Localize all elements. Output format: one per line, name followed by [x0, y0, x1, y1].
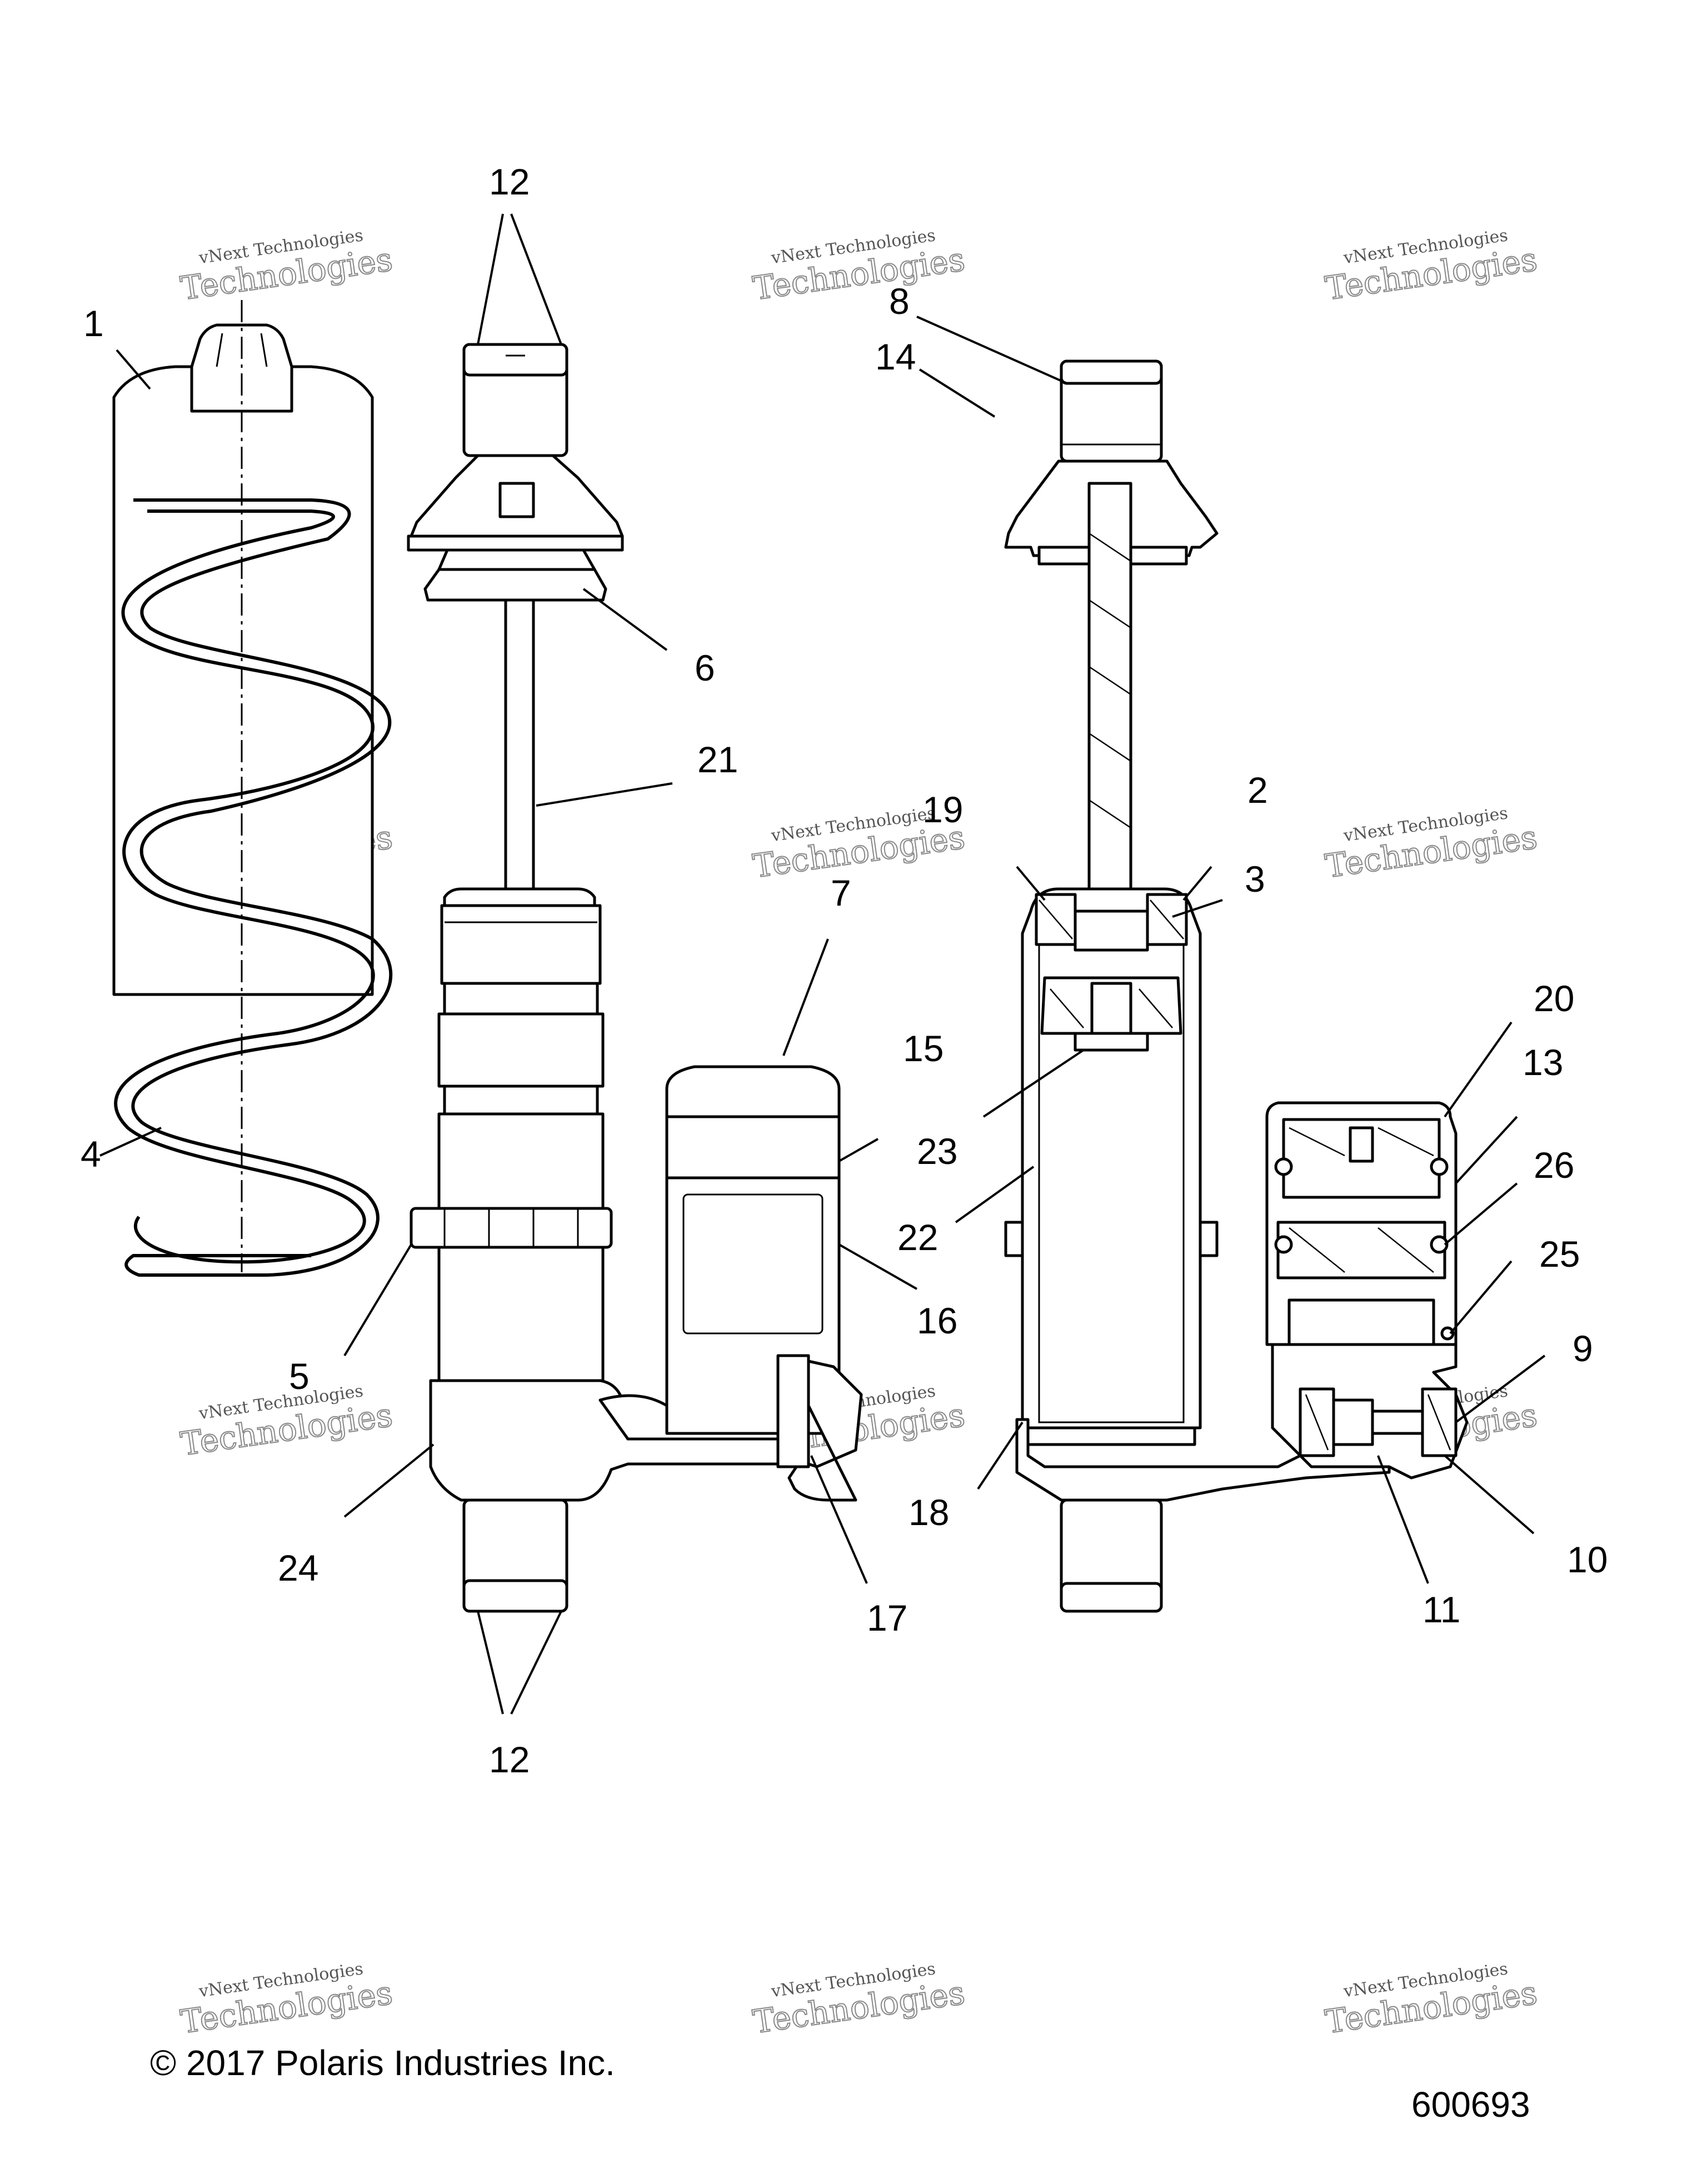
callout-21: 21 [697, 739, 738, 780]
watermark: Technologies vNext Technologies [750, 226, 968, 308]
callout-24: 24 [278, 1547, 318, 1588]
callout-22: 22 [897, 1217, 938, 1258]
callout-11: 11 [1422, 1589, 1461, 1630]
floating-piston-part-26 [1276, 1221, 1446, 1280]
copyright-text: © 2017 Polaris Industries Inc. [150, 2043, 615, 2083]
callout-10: 10 [1567, 1539, 1608, 1580]
shaft-part-21 [504, 598, 535, 896]
right-shock-section [1004, 359, 1469, 1613]
callout-25: 25 [1539, 1233, 1580, 1275]
seal-head [440, 904, 602, 985]
watermark: Technologies vNext Technologies [178, 1959, 396, 2041]
lower-body-part-24 [429, 1379, 796, 1502]
callout-7: 7 [831, 872, 851, 913]
callout-12-top: 12 [489, 161, 530, 202]
adjuster-ring-part-5 [410, 1207, 613, 1249]
callout-2: 2 [1247, 769, 1268, 811]
spring-cover-part-1 [112, 300, 374, 1272]
reservoir-cap-part-7 [665, 1065, 841, 1118]
callout-8: 8 [889, 281, 910, 322]
callout-19: 19 [922, 789, 963, 830]
watermark: Technologies vNext Technologies [1322, 1959, 1540, 2041]
callout-3: 3 [1245, 858, 1265, 899]
watermark: Technologies vNext Technologies [750, 1959, 968, 2041]
coil-spring-part-4 [114, 498, 393, 1277]
callout-6: 6 [695, 647, 715, 688]
callout-18: 18 [909, 1492, 949, 1533]
callout-14: 14 [875, 336, 916, 377]
retainer-part-6 [423, 568, 607, 602]
watermark: Technologies vNext Technologies [178, 1381, 396, 1463]
callout-1: 1 [83, 303, 104, 344]
callout-5: 5 [289, 1356, 310, 1397]
callout-12-bottom: 12 [489, 1739, 530, 1780]
watermark: Technologies vNext Technologies [1322, 226, 1540, 308]
reservoir-band-part-15 [665, 1115, 841, 1180]
callout-17: 17 [867, 1597, 907, 1638]
o-ring-part-25 [1440, 1326, 1455, 1341]
leader-lines [99, 213, 1546, 1715]
callout-16: 16 [917, 1300, 957, 1341]
callout-23: 23 [917, 1131, 957, 1172]
callout-13: 13 [1523, 1042, 1563, 1083]
watermark: Technologies vNext Technologies [178, 226, 396, 308]
callout-15: 15 [903, 1028, 944, 1069]
callout-labels: 1 2 3 4 5 6 7 8 9 10 11 12 12 13 14 15 1… [81, 161, 1608, 1780]
callout-9: 9 [1573, 1328, 1593, 1369]
figure-number: 600693 [1411, 2085, 1530, 2125]
callout-20: 20 [1534, 978, 1574, 1019]
callout-26: 26 [1534, 1145, 1574, 1186]
callout-4: 4 [81, 1133, 101, 1175]
watermark: Technologies vNext Technologies [1322, 803, 1540, 886]
shock-body-section [1021, 887, 1202, 1430]
left-shock-exterior [407, 343, 863, 1613]
